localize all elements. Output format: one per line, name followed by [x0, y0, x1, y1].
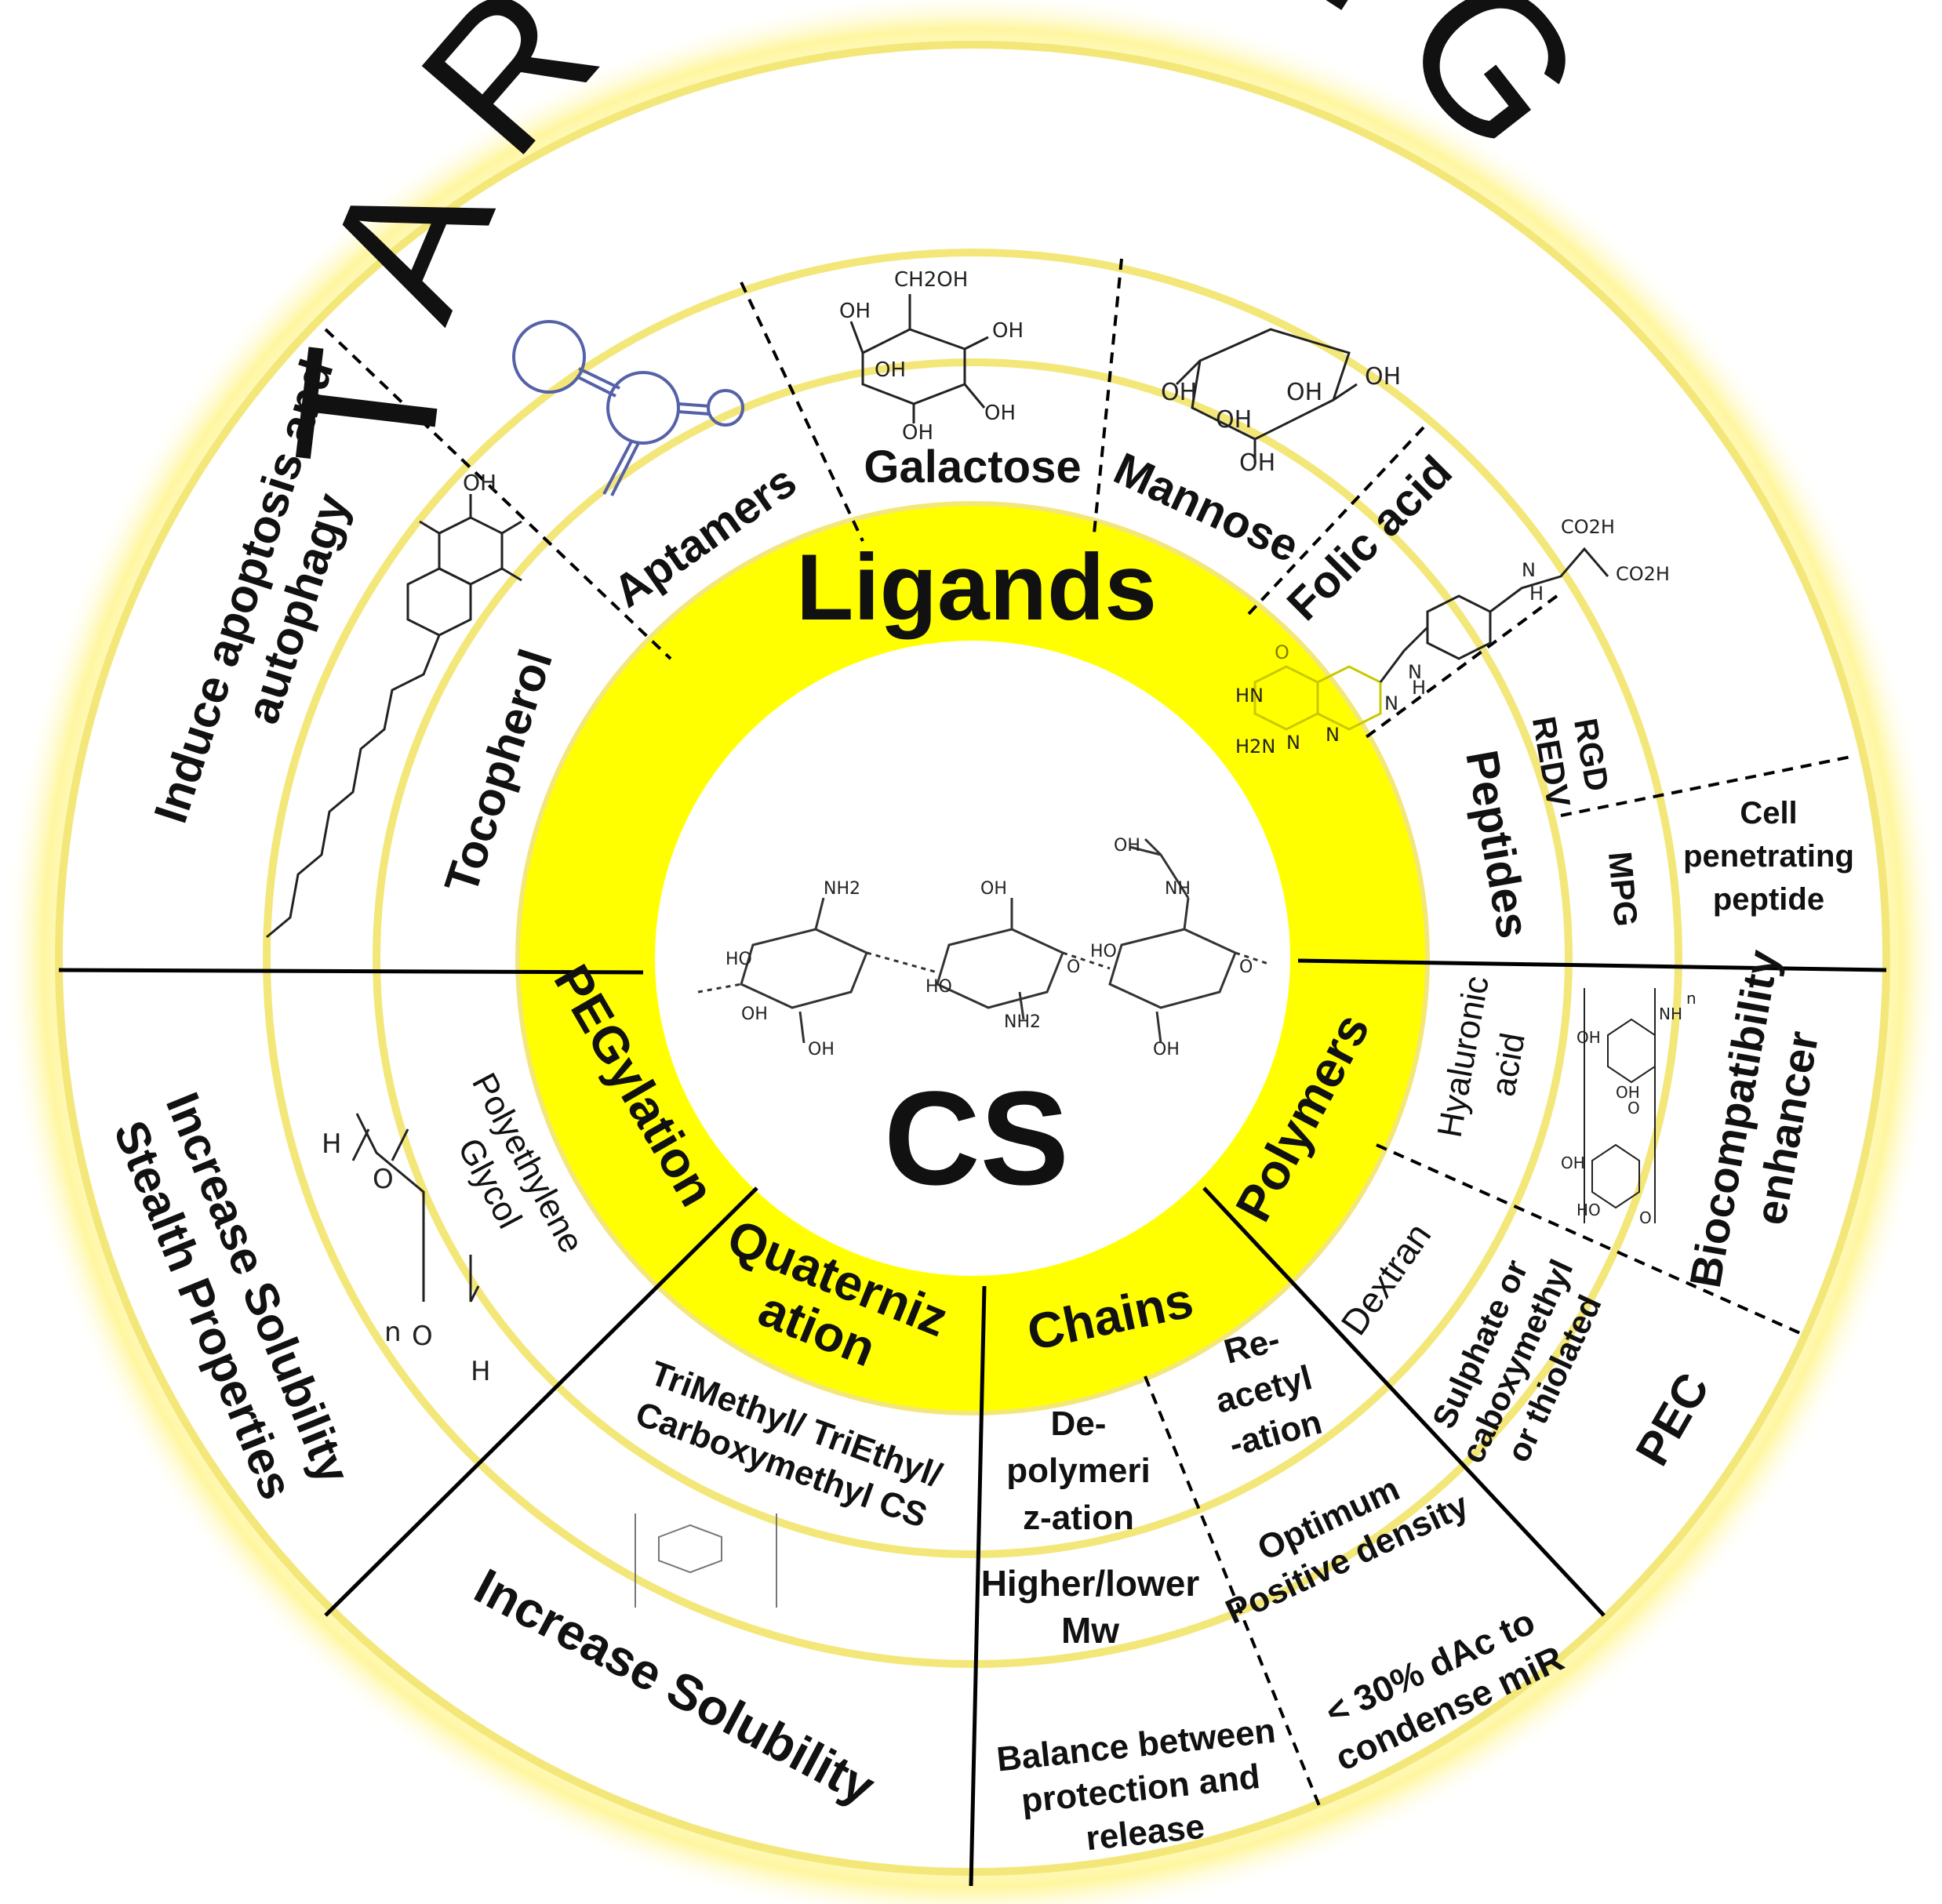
- svg-text:OH: OH: [1577, 1028, 1601, 1047]
- svg-text:OH: OH: [875, 358, 906, 382]
- svg-text:peptide: peptide: [1713, 882, 1824, 917]
- svg-text:OH: OH: [1616, 1083, 1640, 1102]
- svg-text:H2N: H2N: [1235, 736, 1275, 758]
- svg-text:O: O: [1275, 641, 1289, 663]
- svg-text:OH: OH: [1216, 406, 1252, 434]
- quaternized-structure: [635, 1513, 777, 1608]
- hyaluronic-structure: [1584, 988, 1656, 1223]
- svg-text:H: H: [322, 1128, 342, 1160]
- svg-text:polymeri: polymeri: [1006, 1452, 1150, 1490]
- dash-peptides-cell: [1560, 755, 1852, 817]
- svg-text:OH: OH: [984, 402, 1016, 425]
- label-rgd-redv: RGD REDV: [1526, 714, 1617, 810]
- center-label: CS: [884, 1064, 1069, 1213]
- svg-text:penetrating: penetrating: [1683, 839, 1854, 874]
- svg-text:OH: OH: [808, 1040, 835, 1059]
- svg-text:NH2: NH2: [824, 879, 860, 899]
- divider-lower-left: [324, 1186, 758, 1617]
- svg-text:O: O: [1067, 957, 1080, 977]
- svg-text:O: O: [373, 1164, 394, 1195]
- svg-text:HN: HN: [1235, 685, 1264, 707]
- peg-structure: [351, 1113, 480, 1303]
- svg-text:O: O: [1627, 1099, 1640, 1117]
- svg-text:O: O: [412, 1321, 433, 1352]
- peg-labels: H O n O H: [322, 1128, 491, 1387]
- dash-galactose-mannose: [1093, 258, 1123, 534]
- svg-text:N: N: [1522, 559, 1536, 581]
- svg-text:OH: OH: [980, 879, 1007, 899]
- label-galactose: Galactose: [864, 441, 1081, 492]
- mannose-structure: [1175, 328, 1358, 463]
- divider-lower-right: [1202, 1186, 1606, 1617]
- svg-text:N: N: [1326, 724, 1340, 746]
- galactose-structure: [849, 294, 989, 423]
- dash-tocopherol-aptamers: [324, 328, 672, 660]
- label-mw: Higher/lower Mw: [981, 1563, 1200, 1651]
- dash-aptamers-galactose: [740, 282, 864, 542]
- svg-text:HO: HO: [1577, 1201, 1601, 1219]
- svg-text:OH: OH: [1286, 379, 1322, 406]
- tocopherol-oh: OH: [463, 470, 496, 496]
- mannose-labels: OH OH OH OH OH: [1161, 363, 1401, 477]
- chitosan-labels: HO NH2 OH OH HO NH2 O OH OH HO NH OH O: [726, 836, 1253, 1059]
- dash-biocompat-pec: [1376, 1143, 1801, 1335]
- svg-text:OH: OH: [1153, 1040, 1180, 1059]
- svg-text:HO: HO: [1090, 942, 1117, 961]
- sector-dividers: [58, 958, 1887, 1887]
- svg-text:OH: OH: [902, 421, 933, 445]
- svg-text:HO: HO: [926, 977, 952, 997]
- svg-text:Higher/lower: Higher/lower: [981, 1563, 1200, 1604]
- svg-text:OH: OH: [992, 319, 1024, 343]
- svg-text:NH: NH: [1165, 879, 1191, 899]
- svg-text:OH: OH: [1365, 363, 1401, 391]
- svg-text:OH: OH: [1239, 449, 1275, 477]
- svg-text:CO2H: CO2H: [1616, 563, 1670, 585]
- svg-text:HO: HO: [726, 950, 752, 969]
- chitosan-structure: [697, 838, 1271, 1044]
- dash-mannose-folic: [1246, 426, 1425, 617]
- divider-bottom: [969, 1285, 987, 1887]
- svg-text:H: H: [471, 1356, 491, 1387]
- svg-text:O: O: [1239, 957, 1253, 977]
- label-ligands: Ligands: [796, 535, 1157, 640]
- divider-right: [1297, 958, 1887, 972]
- center-disc: [655, 641, 1290, 1276]
- svg-text:OH: OH: [1561, 1154, 1585, 1172]
- label-depolymerization: De- polymeri z-ation: [1006, 1404, 1150, 1537]
- dash-folic-peptides: [1359, 594, 1558, 743]
- galactose-labels: CH2OH OH OH OH OH OH: [839, 268, 1024, 445]
- svg-text:CO2H: CO2H: [1561, 516, 1615, 538]
- svg-text:Mw: Mw: [1061, 1610, 1119, 1651]
- svg-text:n: n: [384, 1317, 402, 1348]
- svg-text:n: n: [1686, 989, 1697, 1008]
- svg-text:Cell: Cell: [1740, 796, 1797, 830]
- tocopherol-structure: [266, 494, 522, 939]
- folic-acid-labels: CO2H CO2H H N N H O HN N N N H2N: [1235, 516, 1670, 758]
- hyaluronic-labels: n OH OH NH OH O HO O: [1561, 989, 1697, 1227]
- aptamer-structure: [512, 320, 744, 496]
- svg-text:H: H: [1412, 677, 1426, 699]
- svg-text:OH: OH: [839, 300, 871, 323]
- svg-text:z-ation: z-ation: [1023, 1499, 1134, 1537]
- svg-text:N: N: [1408, 661, 1422, 683]
- divider-left: [58, 968, 644, 975]
- svg-text:NH: NH: [1659, 1005, 1682, 1023]
- svg-text:OH: OH: [1114, 836, 1140, 856]
- label-mpg: MPG: [1602, 850, 1645, 928]
- svg-text:NH2: NH2: [1004, 1012, 1041, 1032]
- svg-text:O: O: [1639, 1208, 1652, 1227]
- svg-text:H: H: [1529, 583, 1544, 605]
- label-cell-penetrating: Cell penetrating peptide: [1683, 796, 1854, 917]
- svg-text:OH: OH: [1161, 379, 1197, 406]
- svg-text:CH2OH: CH2OH: [894, 268, 968, 292]
- dashed-dividers: [324, 258, 1852, 1812]
- svg-text:N: N: [1286, 732, 1300, 754]
- svg-text:De-: De-: [1051, 1404, 1107, 1443]
- svg-text:N: N: [1384, 692, 1398, 714]
- svg-text:OH: OH: [741, 1005, 768, 1024]
- folic-acid-structure: [1253, 547, 1609, 731]
- dash-chains-outcomes: [1144, 1375, 1323, 1812]
